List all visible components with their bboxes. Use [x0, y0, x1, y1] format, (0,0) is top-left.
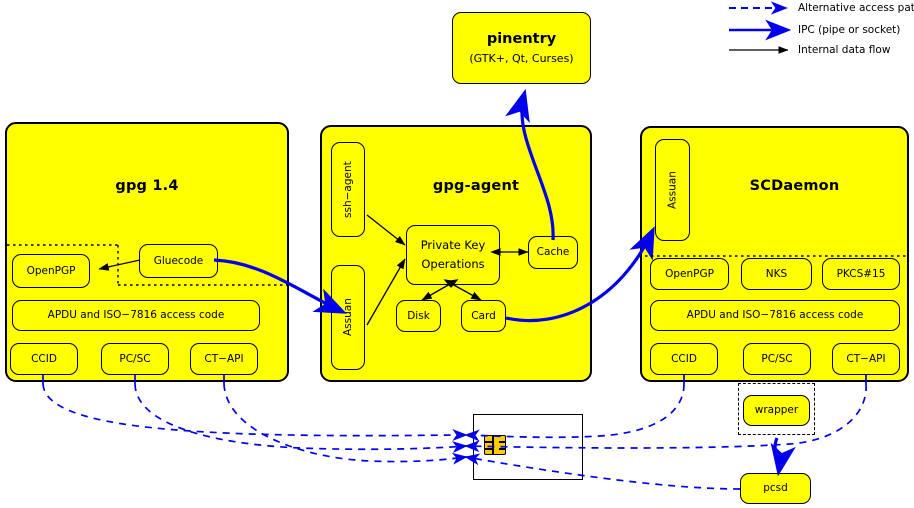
ipc-gpgagent-to-scdaemon: [505, 226, 655, 323]
scdaemon-panel-title: SCDaemon: [749, 178, 840, 194]
ipc-gpg-to-gpgagent: [213, 258, 347, 314]
alt-path-gpg-pcsc-to-card: [134, 383, 468, 453]
scdaemon-apdu-box[interactable]: APDU and ISO−7816 access code: [650, 300, 900, 331]
gpgagent-card-label: Card: [471, 309, 496, 322]
scdaemon-driver-ccid[interactable]: CCID: [650, 343, 718, 375]
scdaemon-driver-ctapi-label: CT−API: [846, 352, 886, 365]
gpg-driver-ccid-label: CCID: [31, 352, 57, 365]
chip-contact-line-h3: [499, 441, 506, 443]
flow-pko-to-card: [443, 279, 482, 301]
alt-path-gpg-ccid-to-card: [42, 383, 468, 441]
gpg-openpgp-box[interactable]: OpenPGP: [12, 254, 90, 288]
scdaemon-app-nks[interactable]: NKS: [741, 258, 812, 290]
pcsd-label: pcsd: [763, 482, 788, 495]
alt-path-scd-ctapi-to-card: [464, 383, 867, 453]
wrapper-label: wrapper: [754, 404, 799, 417]
gpgagent-pko-line1: Private Key: [420, 237, 486, 252]
flow-assuan-to-pko: [366, 258, 406, 326]
gpgagent-cache-label: Cache: [536, 246, 570, 259]
ipc-gpgagent-to-pinentry: [505, 88, 555, 241]
gpgagent-panel-title: gpg-agent: [432, 178, 520, 194]
pinentry-title: pinentry: [486, 30, 557, 47]
gpg-apdu-box[interactable]: APDU and ISO−7816 access code: [12, 300, 260, 331]
alt-path-gpg-ctapi-to-card: [223, 383, 468, 465]
gpg-driver-ccid[interactable]: CCID: [10, 343, 78, 375]
gpgagent-card-box[interactable]: Card: [461, 300, 506, 332]
flow-pko-to-disk: [421, 279, 459, 301]
alt-path-pcsd-to-card: [464, 453, 741, 490]
scdaemon-app-openpgp[interactable]: OpenPGP: [650, 258, 729, 290]
gpg-gluecode-label: Gluecode: [153, 254, 204, 267]
pinentry-box[interactable]: pinentry (GTK+, Qt, Curses): [452, 12, 591, 84]
gpg-dotted-region: [7, 244, 288, 286]
gpg-driver-pcsc-label: PC/SC: [119, 352, 151, 365]
scdaemon-driver-ctapi[interactable]: CT−API: [832, 343, 900, 375]
gpgagent-pko-line2: Operations: [421, 257, 485, 271]
flow-sshagent-to-pko: [366, 214, 406, 246]
scdaemon-driver-pcsc[interactable]: PC/SC: [743, 343, 811, 375]
ipc-wrapper-to-pcsd: [770, 437, 796, 477]
chip-contact-line-h1: [484, 441, 492, 443]
scdaemon-app-nks-label: NKS: [765, 267, 788, 280]
wrapper-dashed-enclosure: [738, 383, 815, 435]
gpg-driver-pcsc[interactable]: PC/SC: [101, 343, 169, 375]
gpgagent-private-key-ops-box[interactable]: Private Key Operations: [406, 225, 500, 285]
gpg-driver-ctapi-label: CT−API: [204, 352, 244, 365]
gpgagent-disk-box[interactable]: Disk: [396, 300, 441, 332]
chip-contact-line-v: [492, 435, 494, 455]
wrapper-box[interactable]: wrapper: [743, 395, 810, 426]
legend-item-ipc-label: IPC (pipe or socket): [798, 24, 901, 36]
gpgagent-disk-label: Disk: [407, 309, 430, 322]
scdaemon-apdu-label: APDU and ISO−7816 access code: [686, 309, 864, 322]
gpg-openpgp-label: OpenPGP: [26, 264, 76, 277]
legend-item-internal-label: Internal data flow: [798, 44, 891, 56]
chip-contact-line-h4: [499, 448, 506, 450]
scdaemon-app-pkcs15-label: PKCS#15: [836, 267, 886, 280]
scdaemon-driver-ccid-label: CCID: [671, 352, 697, 365]
alt-path-scd-ccid-to-card: [464, 383, 685, 442]
scdaemon-app-pkcs15[interactable]: PKCS#15: [822, 258, 900, 290]
chip-contact-line-h2: [484, 448, 492, 450]
flow-gluecode-to-openpgp: [98, 259, 141, 271]
scdaemon-driver-pcsc-label: PC/SC: [761, 352, 793, 365]
legend-item-alt-label: Alternative access paths: [798, 2, 914, 14]
scdaemon-app-openpgp-label: OpenPGP: [665, 267, 714, 280]
gpg-panel-title: gpg 1.4: [115, 178, 179, 194]
gpg-driver-ctapi[interactable]: CT−API: [190, 343, 258, 375]
pinentry-subtitle: (GTK+, Qt, Curses): [469, 51, 574, 65]
gpg-gluecode-box[interactable]: Gluecode: [139, 244, 218, 278]
gpg-apdu-label: APDU and ISO−7816 access code: [47, 309, 225, 322]
